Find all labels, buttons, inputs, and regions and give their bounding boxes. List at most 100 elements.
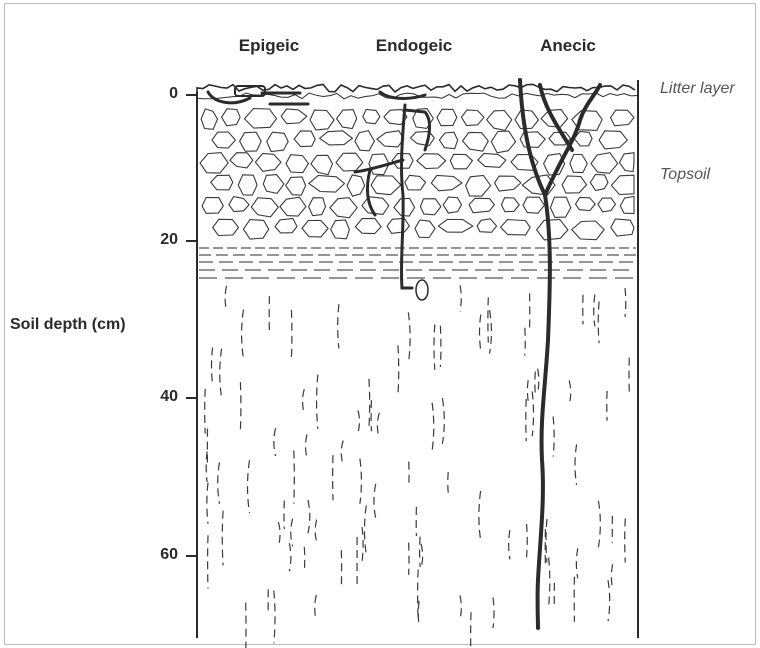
soil-aggregate [230, 153, 253, 168]
subsoil-dash [222, 511, 223, 566]
axis-ticks [186, 95, 197, 556]
soil-aggregate [501, 198, 519, 212]
soil-aggregate [302, 220, 328, 237]
soil-aggregate [387, 219, 409, 234]
endogeic-burrow-branch-2 [368, 170, 375, 215]
soil-aggregate [286, 177, 306, 195]
subsoil-dash [360, 459, 362, 504]
subsoil-dash [611, 564, 612, 589]
soil-aggregate [478, 154, 506, 168]
subsoil-dash [549, 558, 550, 606]
soil-aggregate [347, 175, 365, 196]
subsoil-dash [440, 326, 441, 367]
soil-aggregate [487, 111, 512, 131]
soil-aggregate [611, 219, 634, 236]
soil-aggregate [355, 218, 381, 233]
soil-aggregate [591, 153, 618, 174]
soil-aggregate [438, 219, 473, 232]
soil-aggregate [275, 219, 297, 233]
soil-aggregate [202, 197, 223, 213]
soil-aggregate [405, 175, 426, 190]
soil-aggregate [443, 197, 461, 213]
subsoil-dash [420, 537, 421, 567]
soil-aggregate [411, 132, 435, 146]
soil-aggregate [437, 109, 457, 126]
soil-aggregate [562, 176, 587, 193]
soil-aggregate [377, 131, 404, 147]
subsoil-dash [569, 381, 571, 405]
soil-aggregate [245, 109, 277, 129]
soil-aggregate [477, 219, 497, 233]
subsoil-dash [294, 451, 295, 504]
soil-aggregate [263, 175, 284, 194]
subsoil-dash [315, 520, 317, 542]
soil-aggregate [420, 199, 441, 215]
soil-aggregate [280, 197, 306, 216]
soil-aggregate [598, 198, 616, 212]
soil-aggregate [363, 109, 380, 123]
endogeic-burrow-main [401, 105, 412, 288]
soil-aggregate [286, 155, 308, 173]
soil-aggregate [520, 132, 545, 148]
soil-aggregate [222, 109, 241, 126]
subsoil-dash [575, 444, 577, 485]
soil-aggregate [572, 221, 605, 240]
soil-aggregate [201, 109, 217, 129]
subsoil-dash [442, 398, 444, 444]
subsoil-dash [248, 460, 250, 513]
soil-aggregate [243, 220, 268, 239]
soil-aggregate [570, 155, 587, 173]
soil-aggregate [611, 110, 635, 126]
soil-aggregate [495, 176, 521, 191]
soil-aggregate [200, 153, 228, 174]
subsoil-texture [205, 285, 630, 648]
subsoil-dash [207, 483, 208, 524]
anecic-burrow [520, 80, 600, 628]
subsoil-dash [509, 530, 510, 559]
subsoil-dash [289, 543, 291, 571]
subsoil-dash [291, 310, 292, 359]
subsoil-dash [278, 522, 280, 546]
soil-aggregate [330, 198, 357, 218]
soil-aggregate [337, 110, 357, 129]
soil-aggregate [590, 175, 608, 191]
topsoil-subsoil-boundary [199, 248, 636, 278]
soil-aggregate [537, 219, 568, 240]
subsoil-dash [225, 286, 226, 311]
soil-aggregate [450, 154, 472, 169]
subsoil-dash [341, 441, 343, 466]
subsoil-dash [576, 548, 577, 578]
subsoil-dash [274, 428, 276, 456]
subsoil-dash [220, 349, 222, 398]
soil-aggregate [212, 132, 235, 148]
subsoil-dash [317, 375, 318, 429]
subsoil-dash [205, 389, 206, 434]
soil-aggregate [417, 154, 446, 169]
subsoil-dash [315, 595, 317, 621]
subsoil-dash [479, 491, 481, 540]
subsoil-dash [460, 285, 461, 311]
subsoil-dash [432, 403, 434, 451]
subsoil-dash [218, 462, 220, 503]
soil-aggregate [550, 197, 570, 217]
subsoil-dash [594, 295, 595, 327]
endogeic-worm [416, 280, 428, 300]
soil-aggregate [439, 132, 457, 149]
subsoil-dash [527, 524, 528, 558]
soil-aggregate [238, 175, 257, 195]
soil-aggregate [255, 154, 281, 172]
soil-aggregate [229, 197, 249, 212]
subsoil-dash [377, 413, 379, 439]
subsoil-dash [553, 417, 554, 457]
soil-aggregate [309, 198, 326, 216]
subsoil-dash [358, 410, 360, 432]
subsoil-dash [598, 501, 600, 547]
soil-aggregate [267, 132, 289, 151]
soil-aggregate [523, 197, 544, 213]
soil-aggregate [309, 176, 345, 193]
soil-aggregate [469, 198, 494, 213]
subsoil-dash [546, 519, 547, 562]
subsoil-dash [338, 304, 339, 348]
subsoil-dash [374, 484, 376, 518]
soil-aggregate [320, 131, 353, 145]
